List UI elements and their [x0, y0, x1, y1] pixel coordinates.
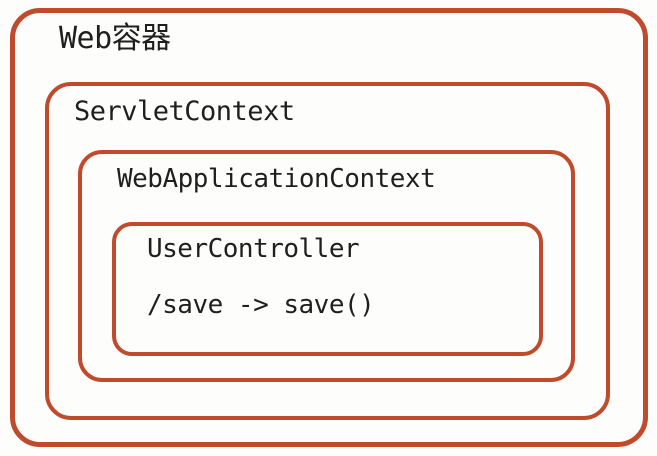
web-application-context-label: WebApplicationContext: [117, 164, 436, 194]
servlet-context-label: ServletContext: [74, 96, 295, 127]
web-container-label: Web容器: [59, 21, 171, 56]
user-controller-box: UserController /save -> save(): [112, 222, 543, 356]
user-controller-label: UserController: [147, 234, 360, 264]
servlet-context-box: ServletContext WebApplicationContext Use…: [45, 82, 610, 420]
web-container-box: Web容器 ServletContext WebApplicationConte…: [10, 8, 648, 447]
web-application-context-box: WebApplicationContext UserController /sa…: [78, 150, 575, 382]
user-controller-mapping-label: /save -> save(): [147, 290, 375, 320]
